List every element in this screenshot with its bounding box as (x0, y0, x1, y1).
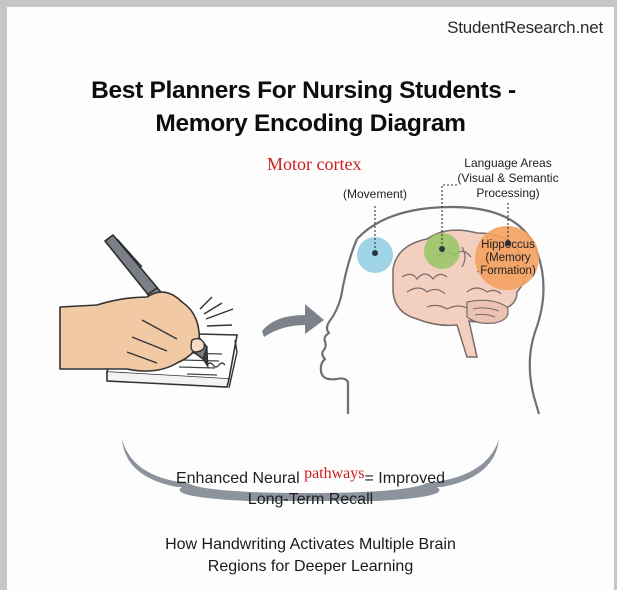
motor-cortex-label: Motor cortex (267, 154, 362, 174)
hippocampus-region (475, 226, 539, 290)
motion-lines-icon (199, 296, 234, 327)
summary-line-1: Enhanced Neural pathways= Improved (175, 465, 445, 487)
leader-lines (374, 184, 509, 253)
diagram-canvas: StudentResearch.net Best Planners For Nu… (7, 7, 614, 590)
illustration (59, 184, 545, 501)
hippocampus-label: Hippoccus (Memory Formation) (480, 239, 536, 277)
site-name: StudentResearch.net (447, 18, 603, 37)
hand-writing-icon (59, 234, 238, 389)
summary-line-2: Long-Term Recall (247, 491, 374, 508)
caption: How Handwriting Activates Multiple Brain… (7, 534, 614, 578)
page-title: Best Planners For Nursing Students - Mem… (7, 74, 614, 140)
movement-label: (Movement) (342, 187, 407, 201)
title-line-1: Best Planners For Nursing Students - (91, 77, 516, 104)
title-line-2: Memory Encoding Diagram (155, 110, 466, 137)
caption-line-2: Regions for Deeper Learning (207, 558, 414, 575)
language-areas-label: Language Areas (Visual & Semantic Proces… (457, 156, 559, 200)
caption-line-1: How Handwriting Activates Multiple Brain (165, 536, 456, 553)
pathways-highlight: pathways (304, 465, 365, 482)
arrow-right-icon (262, 304, 324, 337)
summary-text: Enhanced Neural pathways= Improved Long-… (7, 465, 614, 510)
hand-icon (59, 291, 206, 372)
